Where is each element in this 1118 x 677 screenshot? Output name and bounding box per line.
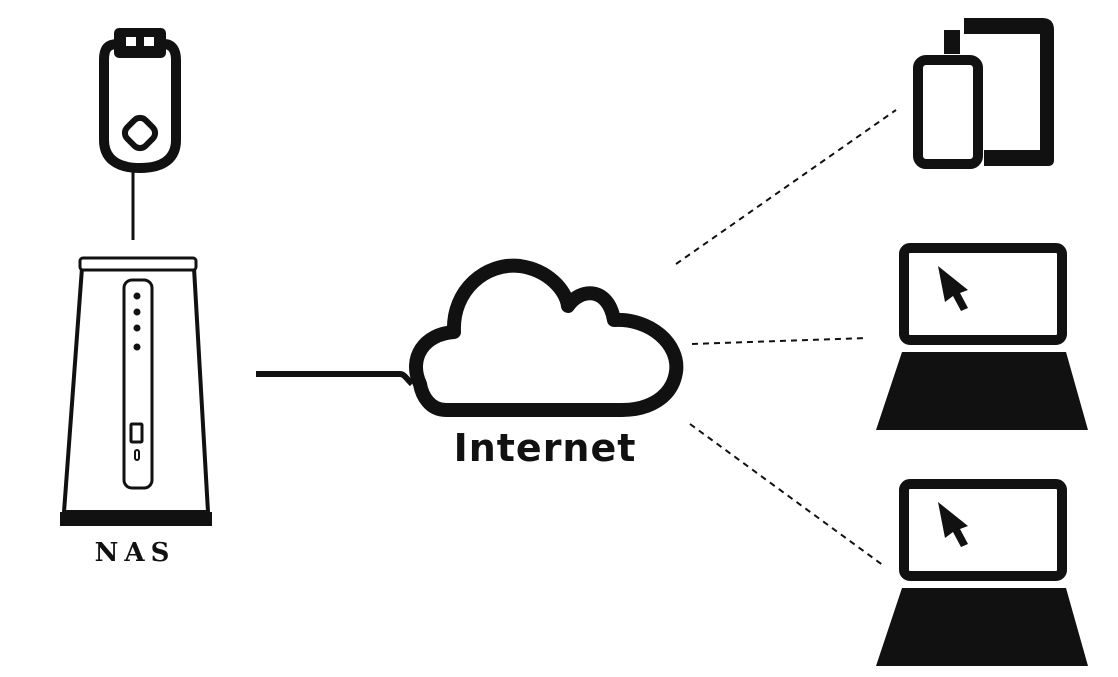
internet-label: Internet	[453, 426, 637, 470]
usb-drive-icon	[99, 28, 181, 173]
link-to-tablet	[675, 109, 897, 265]
link-to-laptop-2	[689, 423, 885, 567]
nas-label: NAS	[94, 538, 176, 568]
link-to-laptop-1	[691, 337, 867, 345]
laptop-icon	[876, 243, 1088, 430]
tablet-phone-icon	[913, 18, 1054, 169]
nas-cloud-link	[256, 371, 415, 387]
laptop-icon	[876, 479, 1088, 666]
nas-device-icon	[60, 256, 212, 526]
cloud-icon	[409, 258, 684, 417]
